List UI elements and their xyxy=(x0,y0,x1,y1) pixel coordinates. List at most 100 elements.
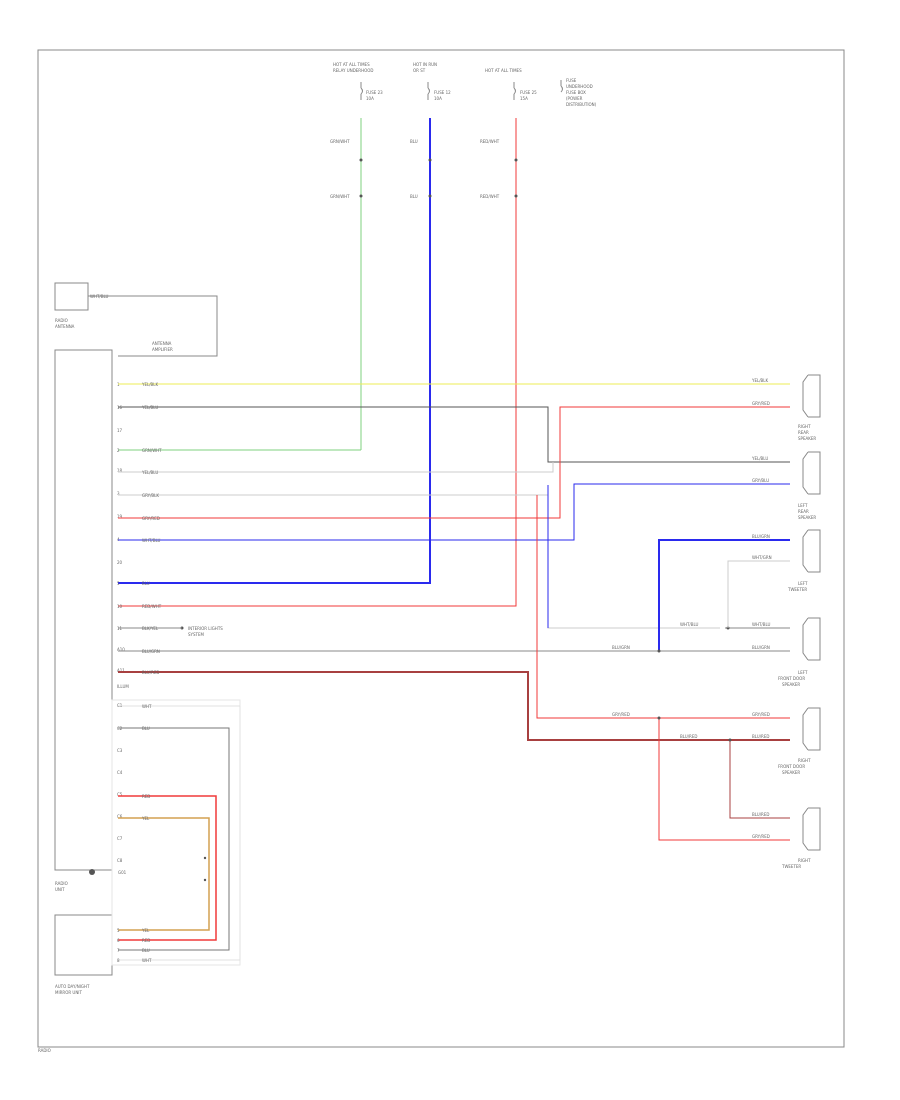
pin: 19 xyxy=(117,514,123,519)
wire-label: WHT/BLU xyxy=(752,622,771,627)
fuse-note: FUSE BOX xyxy=(566,90,586,95)
wire-label: GRY/RED xyxy=(612,712,630,717)
speaker-label: SPEAKER xyxy=(782,770,800,775)
pin: ILLUM xyxy=(117,684,129,689)
wire-label: GRN/WHT xyxy=(330,139,350,144)
radio-wires xyxy=(118,383,790,841)
wire-label: RED/WHT xyxy=(480,194,500,199)
wire-label: WHT/BLU xyxy=(680,622,699,627)
speaker-label: REAR xyxy=(798,509,809,514)
footer-label: RADIO xyxy=(38,1048,51,1053)
wire-label: GRY/RED xyxy=(752,712,770,717)
antenna-label: ANTENNA xyxy=(55,324,75,329)
wire-label: BLU/RED xyxy=(680,734,697,739)
wire-label: GRN/WHT xyxy=(330,194,350,199)
speaker-label: TWEETER xyxy=(781,864,801,869)
speaker-label: LEFT xyxy=(798,670,808,675)
radio-unit: RADIO UNIT G01 xyxy=(54,349,127,892)
fuse-note: DISTRIBUTION) xyxy=(566,102,597,107)
wire-label: WHT/BLU xyxy=(142,538,161,543)
pin: 5 xyxy=(117,928,120,933)
speaker-label: LEFT xyxy=(798,503,808,508)
frame xyxy=(37,49,845,1048)
wire-label: RED/WHT xyxy=(480,139,500,144)
pin: 20 xyxy=(117,560,123,565)
source-label: HOT IN RUN xyxy=(413,62,437,67)
wire-label: RED xyxy=(142,794,150,799)
wire-label: BLU/GRN xyxy=(752,534,770,539)
wire-label: YEL/BLU xyxy=(141,405,158,410)
pin: 17 xyxy=(117,428,123,433)
wire-label: BLU/GRN xyxy=(752,645,770,650)
wire-label: BLU/GRN xyxy=(612,645,630,650)
mirror-label: MIRROR UNIT xyxy=(55,990,82,995)
ground-label: G01 xyxy=(118,870,127,875)
amp-label: AMPLIFIER xyxy=(152,347,173,352)
power-sources: HOT AT ALL TIMES RELAY UNDERHOOD HOT IN … xyxy=(333,62,597,107)
pin: C7 xyxy=(117,836,123,841)
source-label: RELAY UNDERHOOD xyxy=(333,68,373,73)
wire-label: YEL xyxy=(141,816,150,821)
pin: 6 xyxy=(117,938,120,943)
wire-label: BLU xyxy=(410,194,418,199)
wire-label: BLU xyxy=(142,726,150,731)
pin: 10 xyxy=(117,604,123,609)
feed-wires xyxy=(118,118,518,607)
wire-label: BLU/RED xyxy=(142,670,159,675)
wire-label: BLU xyxy=(142,948,150,953)
wire-label: BLU/RED xyxy=(752,734,769,739)
source-label: HOT AT ALL TIMES xyxy=(333,62,370,67)
pin: C6 xyxy=(117,814,123,819)
wire-label: YEL/BLK xyxy=(141,382,159,387)
mirror-wire-labels: WHT BLU RED YEL YEL RED BLU WHT 5 6 7 8 xyxy=(117,704,152,963)
wire-label: WHT xyxy=(142,704,152,709)
wire-label: GRY/BLK xyxy=(142,493,159,498)
fuse-label: 10A xyxy=(434,96,442,101)
radio-pins: 1 16 17 2 18 3 19 4 20 5 10 11 A10 A11 I… xyxy=(117,382,129,863)
wire-label: GRN/WHT xyxy=(142,448,162,453)
radio-wire-labels: YEL/BLK YEL/BLU GRN/WHT YEL/BLU GRY/BLK … xyxy=(141,378,772,839)
wire-label: GRY/RED xyxy=(752,834,770,839)
pin: A10 xyxy=(117,647,125,652)
pin: C4 xyxy=(117,770,123,775)
speaker-labels: RIGHT REAR SPEAKER LEFT REAR SPEAKER LEF… xyxy=(778,424,816,869)
source-label: OR ST xyxy=(413,68,426,73)
antenna-label: RADIO xyxy=(55,318,68,323)
pin: 5 xyxy=(117,581,120,586)
fuse-label: 10A xyxy=(366,96,374,101)
pin: 3 xyxy=(117,491,120,496)
wire-label: YEL/BLU xyxy=(751,456,768,461)
speaker-label: TWEETER xyxy=(787,587,807,592)
feed-wire-labels: GRN/WHT GRN/WHT BLU BLU RED/WHT RED/WHT xyxy=(330,139,500,199)
pin: 2 xyxy=(117,448,120,453)
wire-label: BLU xyxy=(142,581,150,586)
fuse-label: 15A xyxy=(520,96,528,101)
speaker-label: FRONT DOOR xyxy=(778,676,805,681)
fuse-note: (POWER xyxy=(566,96,583,101)
speaker-label: RIGHT xyxy=(798,858,811,863)
speaker-label: SPEAKER xyxy=(798,436,816,441)
radio-label: UNIT xyxy=(55,887,65,892)
pin: 18 xyxy=(117,468,123,473)
fuse-note: FUSE xyxy=(566,78,577,83)
pin: 7 xyxy=(117,948,120,953)
wire-label: WHT/GRN xyxy=(752,555,772,560)
wire-label: BLU/GRN xyxy=(142,649,160,654)
mirror-label: AUTO DAY/NIGHT xyxy=(55,984,90,989)
wire-label: YEL/BLK xyxy=(751,378,769,383)
wire-label: YEL/BLU xyxy=(141,470,158,475)
wire-label: RED xyxy=(142,938,150,943)
wire-label: YEL xyxy=(141,928,150,933)
wire-label: WHT xyxy=(142,958,152,963)
wire-label: WHT/BLU xyxy=(90,294,109,299)
lights-label: SYSTEM xyxy=(188,632,204,637)
wire-label: GRY/BLU xyxy=(752,478,769,483)
amp-label: ANTENNA xyxy=(152,341,172,346)
pin: 8 xyxy=(117,958,120,963)
antenna-section: WHT/BLU RADIO ANTENNA ANTENNA AMPLIFIER xyxy=(54,282,218,357)
wire-label: GRY/RED xyxy=(142,516,160,521)
wire-label: BLK/YEL xyxy=(142,626,159,631)
radio-label: RADIO xyxy=(55,881,68,886)
wire-label: BLU xyxy=(410,139,418,144)
fuse-label: FUSE 25 xyxy=(520,90,537,95)
